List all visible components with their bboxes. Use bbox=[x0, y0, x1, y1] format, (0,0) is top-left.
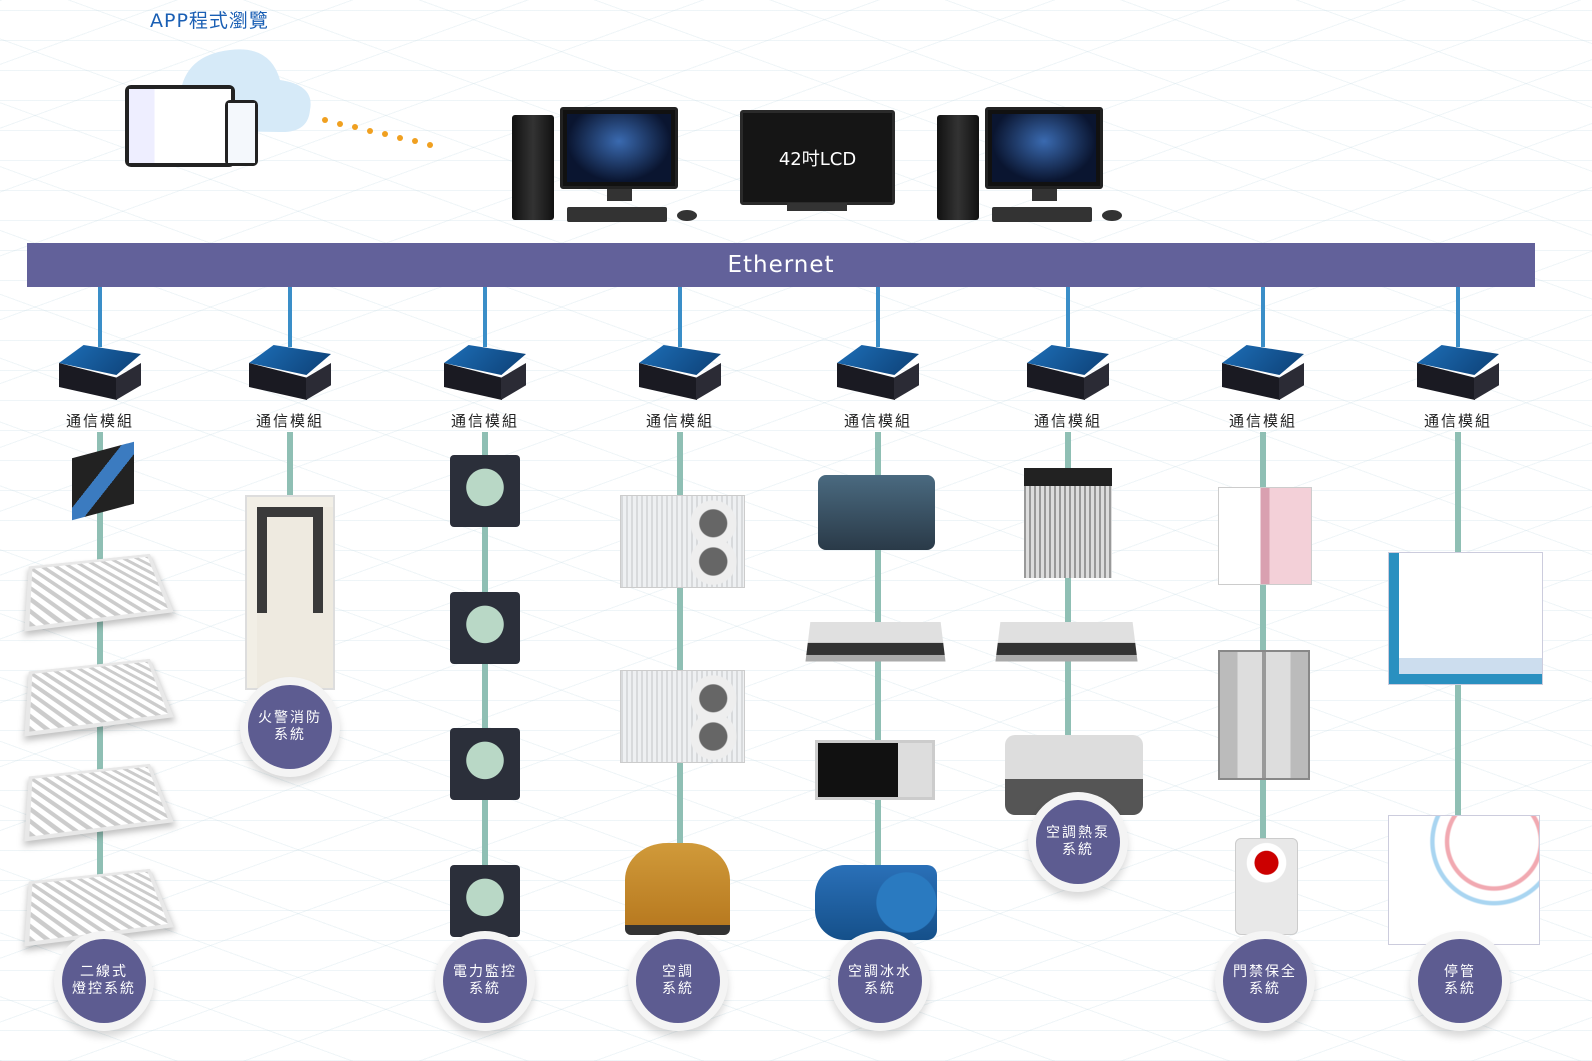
system-name-line: 門禁保全 bbox=[1223, 964, 1307, 981]
system-name: 停管系統 bbox=[1418, 939, 1502, 1023]
system-name-line: 系統 bbox=[838, 981, 922, 998]
system-name-line: 火警消防 bbox=[248, 710, 332, 727]
dot bbox=[322, 117, 328, 123]
system-badge[interactable]: 二線式燈控系統 bbox=[54, 931, 154, 1031]
system-name: 空調冰水系統 bbox=[838, 939, 922, 1023]
dot bbox=[337, 121, 343, 127]
lighting-controller-device bbox=[72, 442, 134, 521]
dot bbox=[352, 124, 358, 130]
system-badge[interactable]: 空調冰水系統 bbox=[830, 931, 930, 1031]
bus-line bbox=[287, 432, 293, 500]
communication-module bbox=[59, 345, 141, 400]
elevator-device bbox=[1218, 650, 1310, 780]
dot bbox=[412, 138, 418, 144]
workstation-pc bbox=[512, 107, 702, 227]
module-label: 通信模組 bbox=[430, 410, 540, 431]
module-label: 通信模組 bbox=[823, 410, 933, 431]
system-badge[interactable]: 空調熱泵系統 bbox=[1028, 792, 1128, 892]
dot bbox=[397, 135, 403, 141]
vrf-outdoor-unit-device bbox=[620, 495, 745, 588]
system-name-line: 電力監控 bbox=[443, 964, 527, 981]
parking-gate-device bbox=[1388, 552, 1543, 685]
ceiling-light-device bbox=[24, 764, 173, 842]
system-name: 空調熱泵系統 bbox=[1036, 800, 1120, 884]
communication-module bbox=[837, 345, 919, 400]
uplink-line bbox=[876, 287, 880, 347]
heat-pump-device bbox=[1024, 468, 1112, 578]
system-badge[interactable]: 火警消防系統 bbox=[240, 677, 340, 777]
system-name: 空調系統 bbox=[636, 939, 720, 1023]
module-label: 通信模組 bbox=[1403, 410, 1513, 431]
ethernet-bus: Ethernet bbox=[27, 243, 1535, 287]
power-meter-device bbox=[450, 728, 520, 800]
module-label: 通信模組 bbox=[235, 410, 345, 431]
system-name-line: 空調冰水 bbox=[838, 964, 922, 981]
uplink-line bbox=[483, 287, 487, 347]
power-meter-device bbox=[450, 865, 520, 937]
system-name: 二線式燈控系統 bbox=[62, 939, 146, 1023]
fan-coil-unit-device bbox=[805, 622, 945, 662]
system-name-line: 系統 bbox=[1223, 981, 1307, 998]
communication-module bbox=[1417, 345, 1499, 400]
module-label: 通信模組 bbox=[1013, 410, 1123, 431]
lcd-display: 42吋LCD bbox=[740, 110, 895, 205]
dot bbox=[367, 128, 373, 134]
system-name-line: 二線式 bbox=[62, 964, 146, 981]
module-label: 通信模組 bbox=[625, 410, 735, 431]
access-control-door-device bbox=[1218, 487, 1312, 585]
system-name: 電力監控系統 bbox=[443, 939, 527, 1023]
water-pump-device bbox=[815, 865, 937, 940]
tablet-app-screen bbox=[125, 85, 235, 167]
security-panel-device bbox=[1235, 838, 1298, 935]
communication-module bbox=[1027, 345, 1109, 400]
cooling-tower-device bbox=[625, 843, 730, 935]
uplink-line bbox=[678, 287, 682, 347]
dot bbox=[427, 142, 433, 148]
dot bbox=[382, 131, 388, 137]
ceiling-light-device bbox=[24, 554, 173, 632]
uplink-line bbox=[1261, 287, 1265, 347]
power-meter-device bbox=[450, 455, 520, 527]
system-badge[interactable]: 空調系統 bbox=[628, 931, 728, 1031]
uplink-line bbox=[1456, 287, 1460, 347]
lcd-stand bbox=[787, 203, 847, 211]
ceiling-light-device bbox=[24, 659, 173, 737]
system-name-line: 系統 bbox=[636, 981, 720, 998]
lcd-label: 42吋LCD bbox=[779, 145, 856, 171]
system-badge[interactable]: 門禁保全系統 bbox=[1215, 931, 1315, 1031]
system-name-line: 系統 bbox=[1036, 842, 1120, 859]
system-name-line: 燈控系統 bbox=[62, 981, 146, 998]
phone-app-screen bbox=[225, 100, 258, 166]
air-handling-unit-device bbox=[815, 740, 935, 800]
communication-module bbox=[1222, 345, 1304, 400]
rfid-vehicle-reader-device bbox=[1388, 815, 1540, 945]
app-title: APP程式瀏覽 bbox=[150, 6, 269, 33]
uplink-line bbox=[1066, 287, 1070, 347]
module-label: 通信模組 bbox=[45, 410, 155, 431]
system-badge[interactable]: 停管系統 bbox=[1410, 931, 1510, 1031]
power-meter-device bbox=[450, 592, 520, 664]
uplink-line bbox=[288, 287, 292, 347]
ethernet-label: Ethernet bbox=[727, 252, 834, 278]
vrf-outdoor-unit-device bbox=[620, 670, 745, 763]
system-name: 門禁保全系統 bbox=[1223, 939, 1307, 1023]
system-name-line: 系統 bbox=[1418, 981, 1502, 998]
communication-module bbox=[444, 345, 526, 400]
fan-coil-unit-device bbox=[995, 622, 1137, 662]
workstation-pc bbox=[937, 107, 1127, 227]
communication-module bbox=[249, 345, 331, 400]
fire-alarm-cabinet-device bbox=[245, 495, 335, 690]
communication-module bbox=[639, 345, 721, 400]
uplink-line bbox=[98, 287, 102, 347]
module-label: 通信模組 bbox=[1208, 410, 1318, 431]
system-badge[interactable]: 電力監控系統 bbox=[435, 931, 535, 1031]
system-name-line: 系統 bbox=[443, 981, 527, 998]
system-name: 火警消防系統 bbox=[248, 685, 332, 769]
system-name-line: 系統 bbox=[248, 727, 332, 744]
system-name-line: 停管 bbox=[1418, 964, 1502, 981]
water-chiller-device bbox=[818, 475, 935, 550]
system-name-line: 空調 bbox=[636, 964, 720, 981]
system-name-line: 空調熱泵 bbox=[1036, 825, 1120, 842]
